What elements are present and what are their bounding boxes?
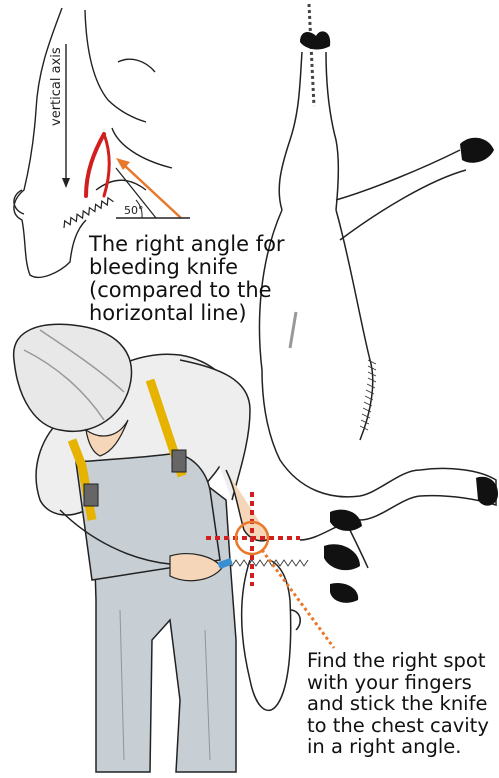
instruction-caption: Find the right spot with your fingers an… xyxy=(307,650,489,758)
hanging-chain xyxy=(309,4,314,106)
hind-leg-left xyxy=(279,52,302,210)
worker xyxy=(14,324,270,772)
helmet xyxy=(14,324,132,431)
leader-line xyxy=(262,550,334,648)
inset-chest-curve xyxy=(96,180,146,190)
instruction-caption-line: in a right angle. xyxy=(307,736,489,758)
body-mark xyxy=(290,312,296,348)
vertical-axis-label: vertical axis xyxy=(49,47,64,126)
animal-ear xyxy=(290,610,300,630)
animal-body xyxy=(259,210,496,540)
hind-leg-right xyxy=(326,52,338,210)
harness-buckle-right xyxy=(172,450,186,472)
front-hoof-lower-2 xyxy=(324,544,360,570)
inset-neck-curve xyxy=(85,10,146,122)
inset-jaw-curve xyxy=(118,59,155,72)
neck-fur-zigzag xyxy=(228,560,308,566)
back-leg-lower xyxy=(340,170,466,240)
angle-caption-line: bleeding knife xyxy=(89,256,285,279)
hanging-animal xyxy=(228,4,498,710)
inset-fur-zigzag xyxy=(61,196,113,228)
back-leg-upper xyxy=(336,150,460,200)
hind-hoof-top xyxy=(300,31,330,49)
angle-label: 50° xyxy=(124,204,144,217)
angle-caption: The right angle for bleeding knife (comp… xyxy=(89,233,285,325)
harness-buckle-left xyxy=(84,484,98,506)
angle-caption-line: (compared to the xyxy=(89,279,285,302)
red-cut-line-2 xyxy=(104,134,109,196)
instruction-caption-line: with your fingers xyxy=(307,672,489,694)
back-hoof xyxy=(460,138,494,163)
vertical-axis-arrowhead xyxy=(62,178,70,188)
angle-caption-line: The right angle for xyxy=(89,233,285,256)
instruction-caption-line: to the chest cavity xyxy=(307,715,489,737)
animal-back xyxy=(336,210,373,440)
instruction-caption-line: and stick the knife xyxy=(307,693,489,715)
instruction-caption-line: Find the right spot xyxy=(307,650,489,672)
animal-head xyxy=(242,560,291,710)
angle-caption-line: horizontal line) xyxy=(89,302,285,325)
worker-forearm xyxy=(226,470,270,541)
front-hoof-right xyxy=(476,477,498,506)
belly-fur xyxy=(360,360,376,430)
front-hoof-lower-3 xyxy=(330,583,358,603)
